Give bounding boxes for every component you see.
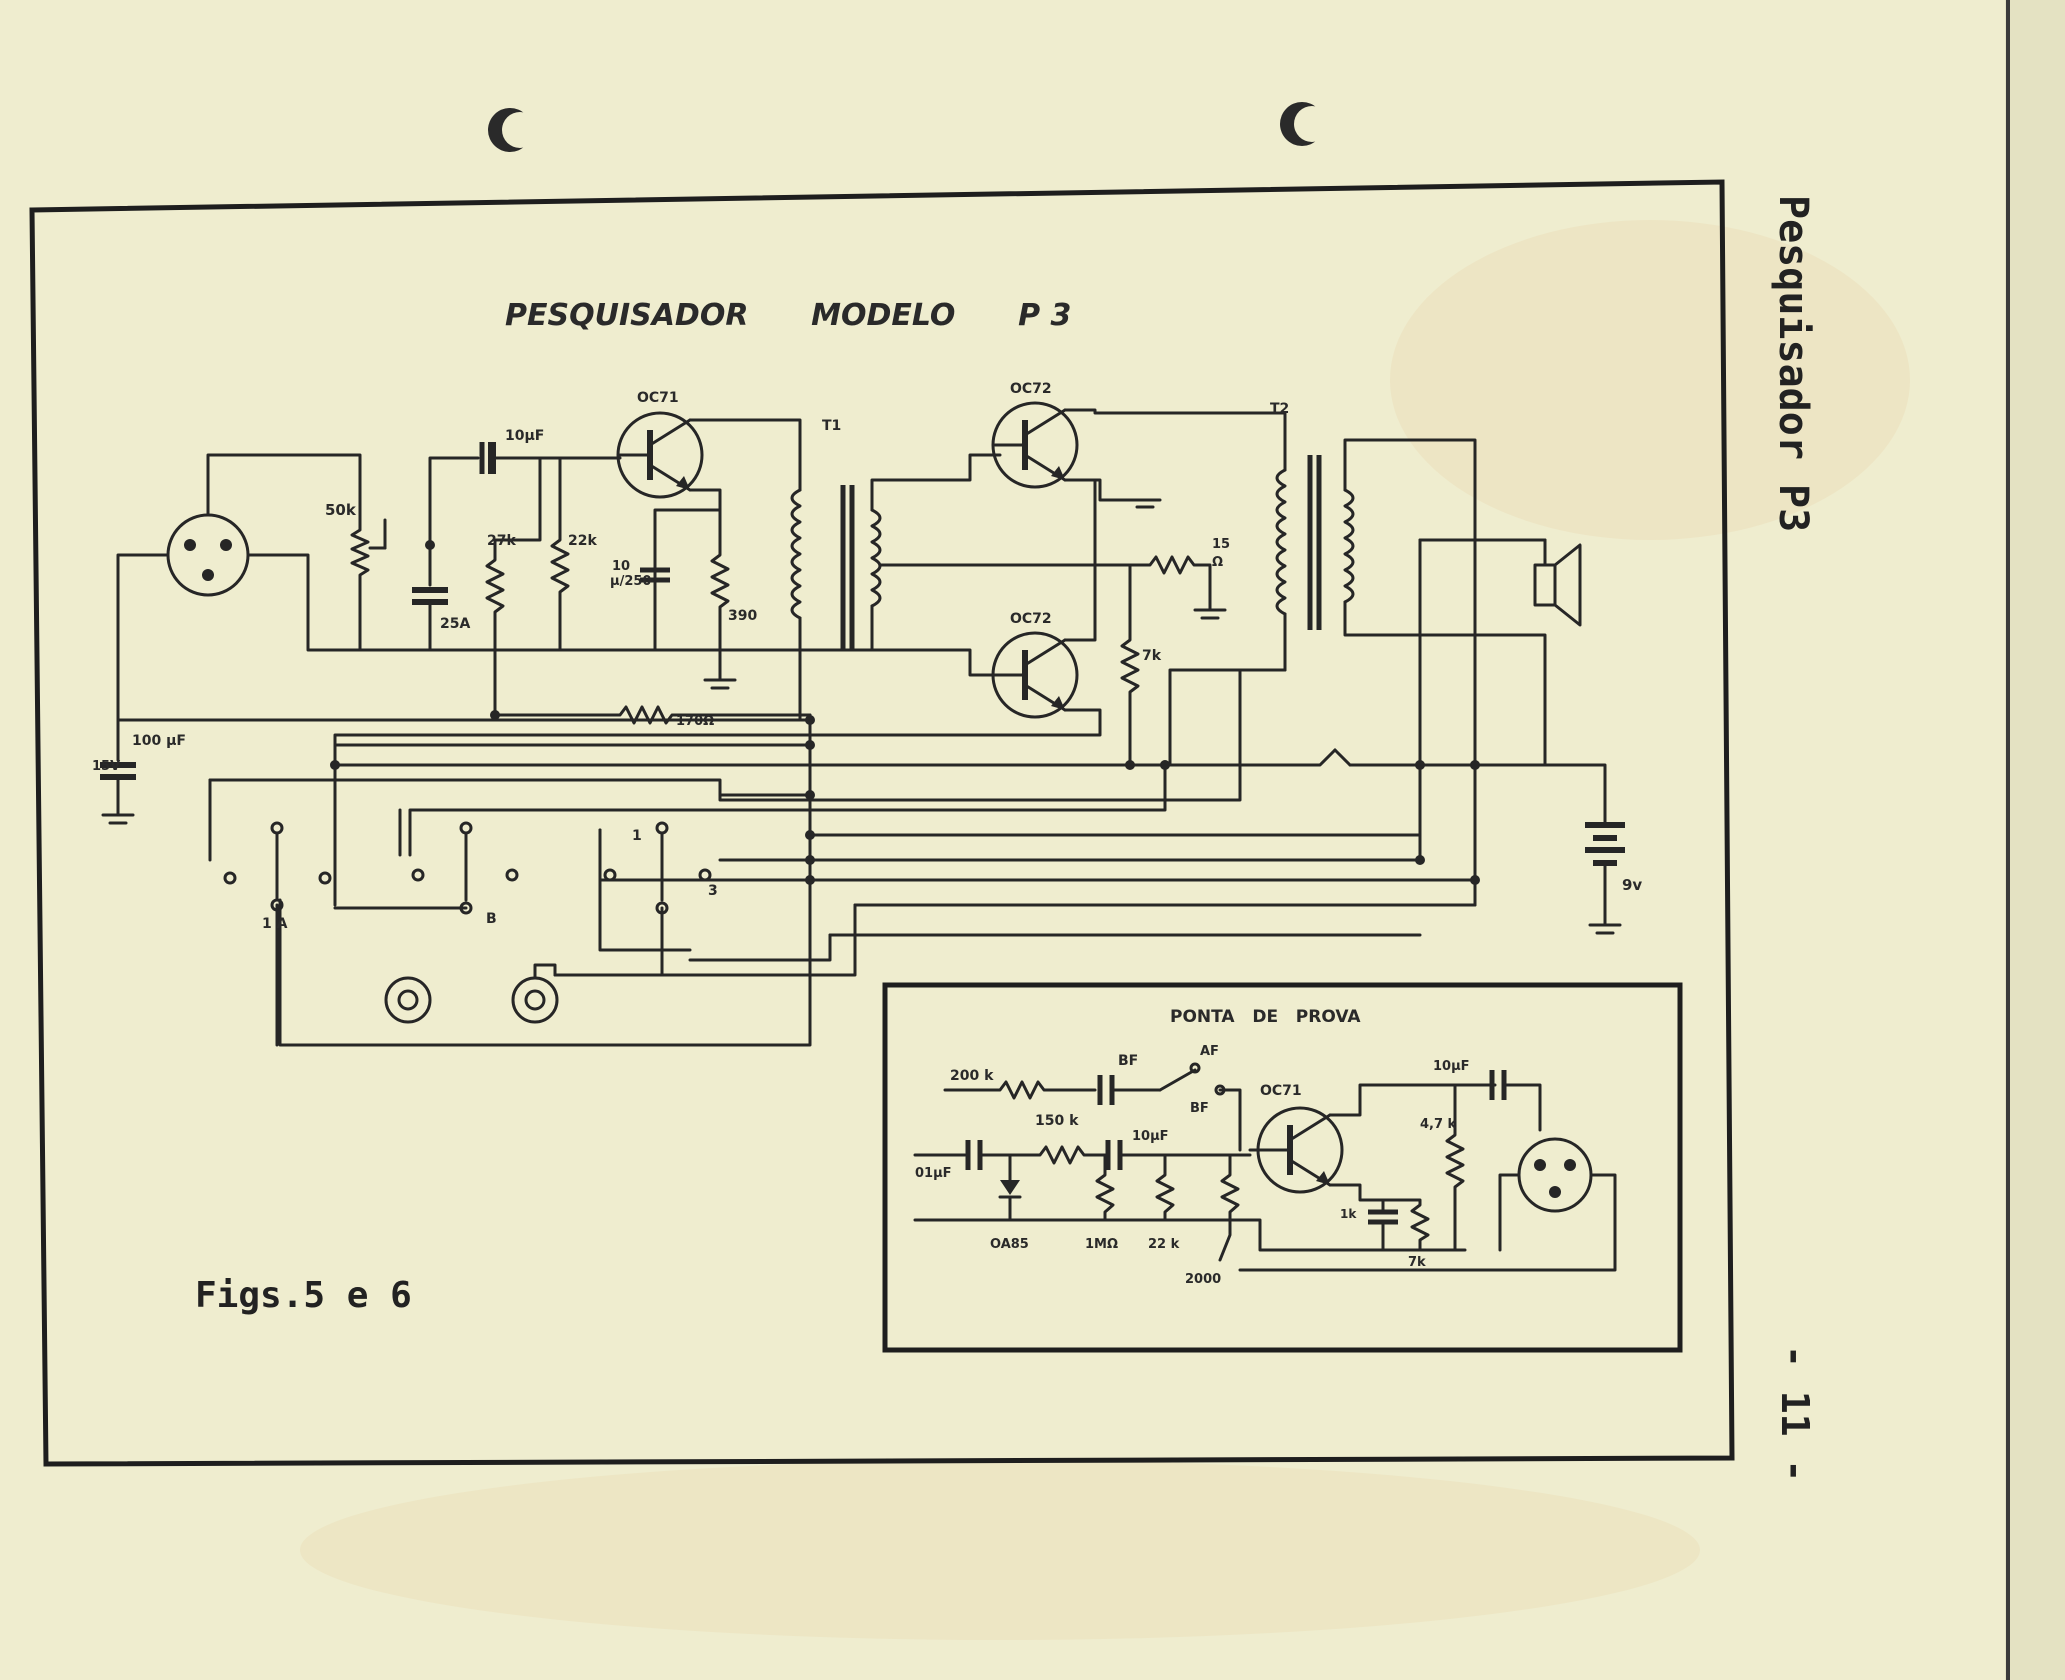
res-15b-label: Ω xyxy=(1212,555,1223,570)
probe-inset: PONTA DE PROVA 200 k BF AF BF 01µF 150 k… xyxy=(882,982,1683,1353)
cap-mid2-label: µ/250 xyxy=(610,574,651,589)
res-390 xyxy=(710,508,730,682)
res-7k-label: 7k xyxy=(1142,648,1162,664)
switch-1[interactable] xyxy=(208,778,332,1047)
probe-150k-label: 150 k xyxy=(1035,1113,1079,1129)
transistor-oc71 xyxy=(616,411,704,499)
probe-res3-label: 2000 xyxy=(1185,1272,1221,1287)
cap-10uf-label: 10µF xyxy=(505,428,544,444)
probe-res2-label: 22 k xyxy=(1148,1237,1180,1252)
res-7k xyxy=(1120,563,1140,767)
main-circuit: 50k 25A 10µF 27k 22k OC71 xyxy=(92,381,1642,1047)
probe-af-label: AF xyxy=(1200,1044,1219,1059)
transistor-oc72-bottom xyxy=(991,631,1079,719)
probe-oa85-label: OA85 xyxy=(990,1237,1029,1252)
cap-100uf-label: 100 µF xyxy=(132,733,186,749)
pot-50k-label: 50k xyxy=(325,501,357,519)
switch-2[interactable] xyxy=(333,808,519,915)
res-22k xyxy=(550,456,570,652)
oc72-bottom-label: OC72 xyxy=(1010,611,1052,627)
res-27k-label: 27k xyxy=(487,533,516,549)
transistor-oc72-top xyxy=(991,401,1079,489)
t2-label: T2 xyxy=(1270,401,1289,417)
oc72-top-label: OC72 xyxy=(1010,381,1052,397)
outer-frame xyxy=(29,179,1735,1467)
res-22k-label: 22k xyxy=(568,533,597,549)
transformer-t1 xyxy=(790,485,882,650)
output-jack-left[interactable] xyxy=(384,976,432,1024)
battery-9v xyxy=(1585,808,1625,935)
probe-200k-label: 200 k xyxy=(950,1068,994,1084)
res-15 xyxy=(1128,555,1212,612)
figure-caption: Figs.5 e 6 xyxy=(195,1275,412,1316)
probe-inset-frame xyxy=(882,982,1683,1353)
probe-10uf-a-label: 10µF xyxy=(1132,1129,1169,1144)
res-27k xyxy=(485,538,505,717)
cap-25a-label: 25A xyxy=(440,616,470,632)
transformer-t2 xyxy=(1275,455,1355,630)
probe-10uf-b-label: 10µF xyxy=(1433,1059,1470,1074)
transistor-oc71-probe xyxy=(1248,1106,1344,1194)
probe-47k-label: 4,7 k xyxy=(1420,1117,1457,1132)
schematic-title: PESQUISADOR MODELO P 3 xyxy=(505,298,1071,333)
res-390-label: 390 xyxy=(728,608,757,624)
probe-bf2-label: BF xyxy=(1190,1101,1209,1116)
oc71-label: OC71 xyxy=(637,390,679,406)
pot-50k xyxy=(350,518,370,652)
probe-res1-label: 1MΩ xyxy=(1085,1237,1118,1252)
probe-1k-label: 1k xyxy=(1340,1207,1357,1221)
t1-label: T1 xyxy=(822,418,841,434)
switch-4-label: 1 xyxy=(632,828,642,844)
switch-3-label: 3 xyxy=(708,883,718,899)
switch-3[interactable] xyxy=(598,821,712,977)
switch-1-label: 1 A xyxy=(262,916,288,932)
probe-bf-label: BF xyxy=(1118,1053,1138,1069)
page-number: - 11 - xyxy=(1773,1345,1817,1482)
cap-15v-label: 15V xyxy=(92,759,120,774)
res-15-label: 15 xyxy=(1212,537,1230,552)
oc71-probe-label: OC71 xyxy=(1260,1083,1302,1099)
paper-stain xyxy=(1390,220,1910,540)
paper-stain-bottom xyxy=(300,1460,1700,1640)
battery-9v-label: 9v xyxy=(1622,876,1642,894)
cap-mid-label: 10 xyxy=(612,559,630,574)
paper-edge-shadow xyxy=(2005,0,2065,1680)
probe-01uf-label: 01µF xyxy=(915,1166,952,1181)
switch-2-label: B xyxy=(486,911,497,927)
probe-inset-title: PONTA DE PROVA xyxy=(1170,1007,1361,1027)
probe-2k-label: 7k xyxy=(1408,1255,1426,1270)
side-title: Pesquisador P3 xyxy=(1770,195,1816,532)
